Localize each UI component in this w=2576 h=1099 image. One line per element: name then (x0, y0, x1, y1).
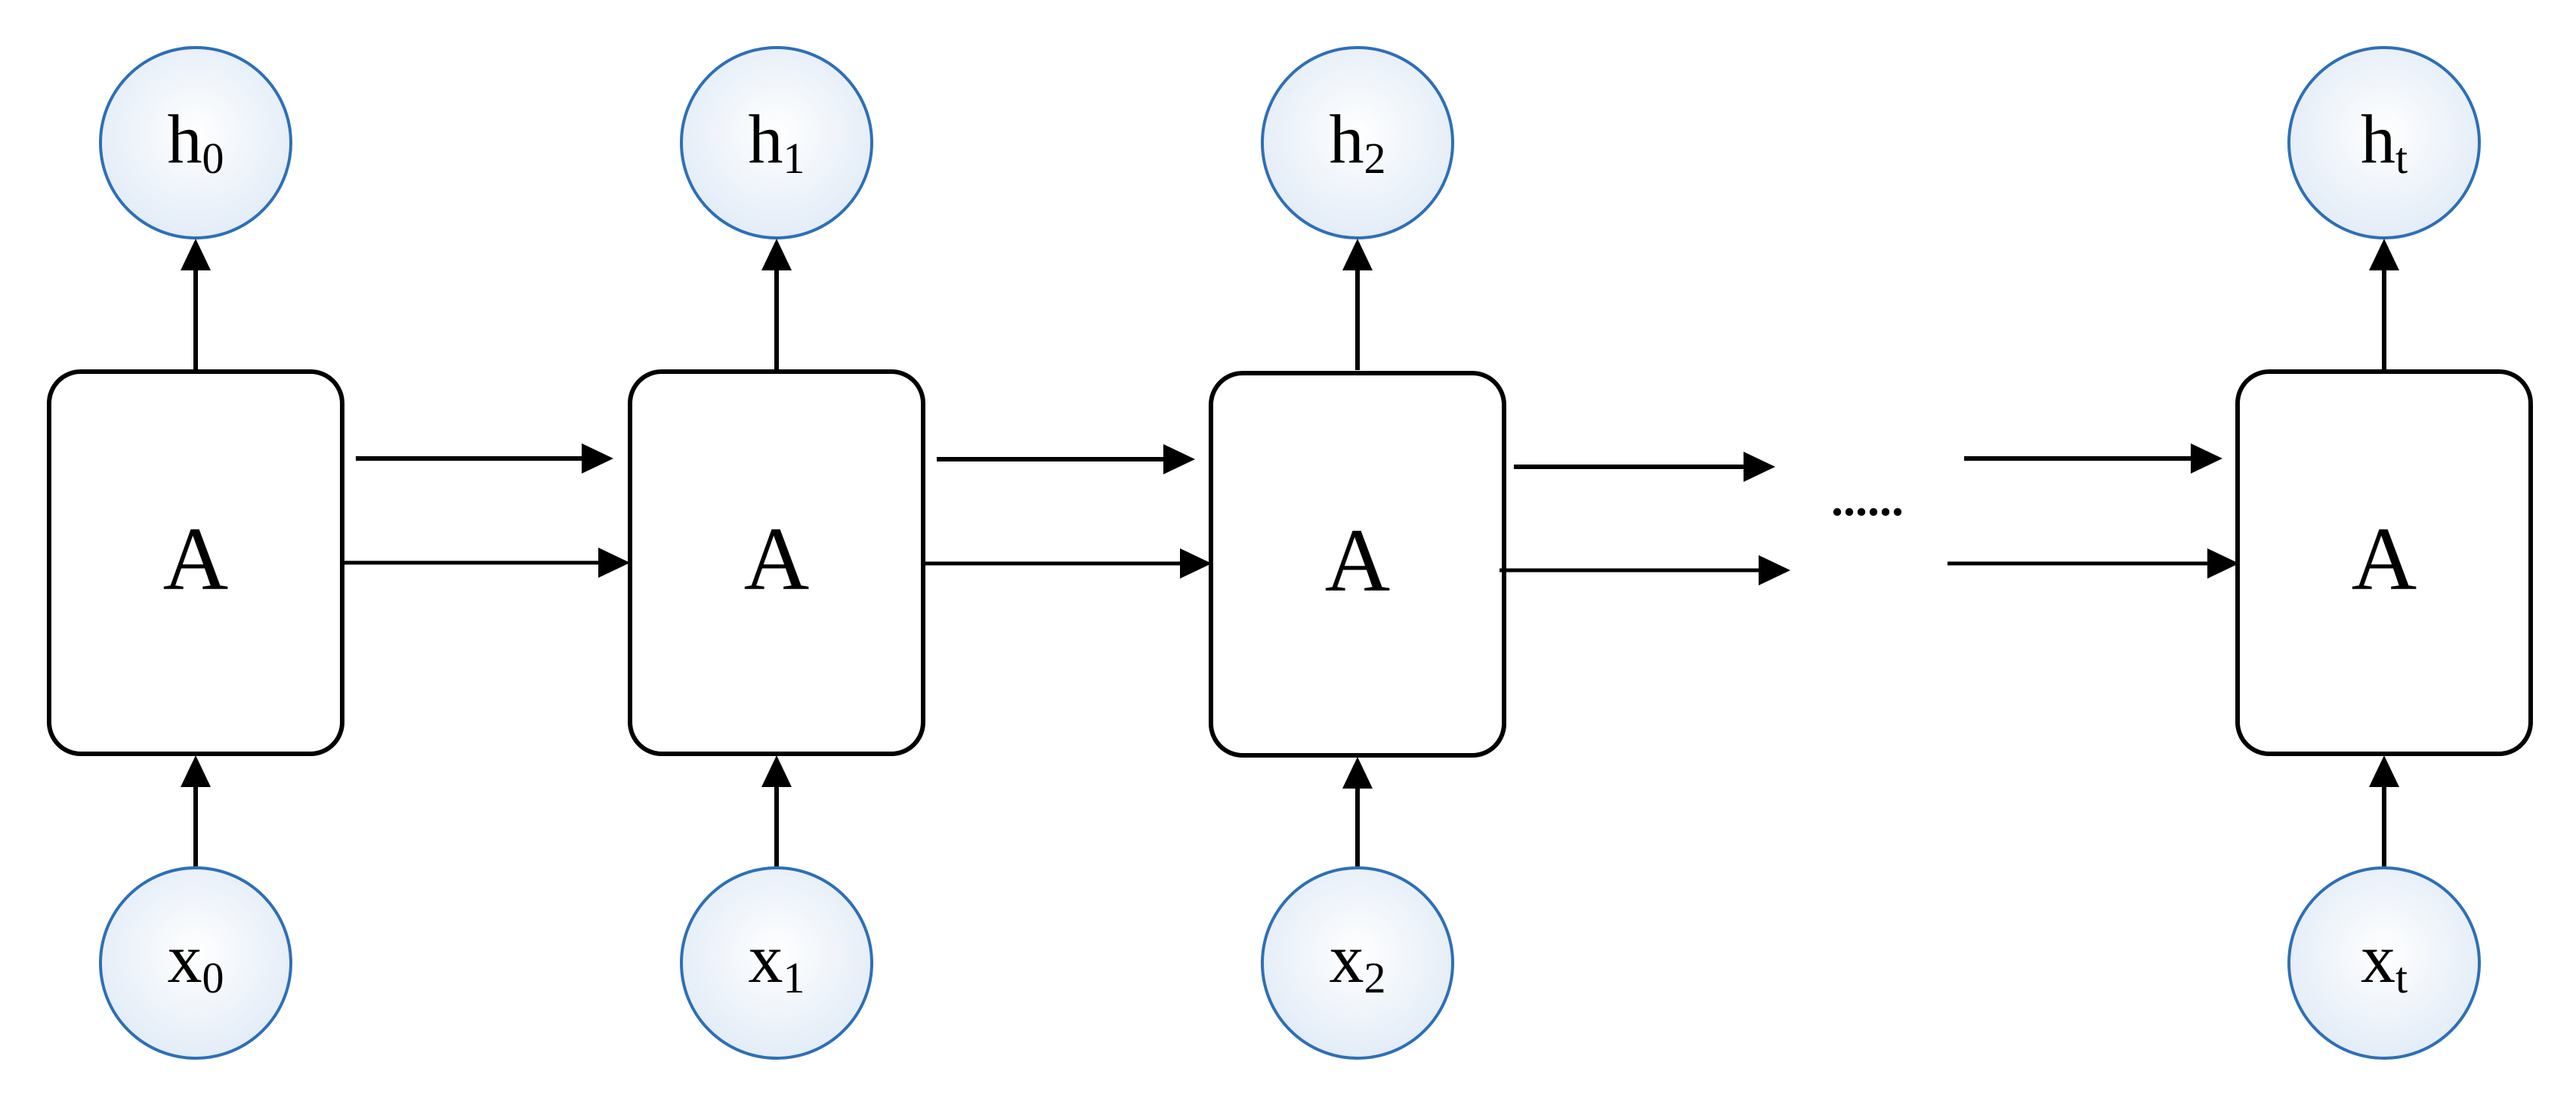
input-arrowhead-1 (761, 755, 792, 787)
state-arrowhead-lower-1 (1180, 548, 1212, 579)
input-label-x1: x1 (749, 920, 805, 1002)
step-0: h0 A x0 (47, 46, 344, 1060)
state-arrowhead-upper-1 (1163, 444, 1195, 474)
input-arrowhead-t (2369, 755, 2399, 787)
input-label-xt: xt (2361, 920, 2408, 1002)
input-label-x0: x0 (168, 920, 224, 1002)
step-1: h1 A x1 (628, 46, 925, 1060)
input-node-xt (2287, 866, 2481, 1060)
state-arrowhead-upper-3 (2191, 443, 2222, 474)
recurrent-connections-2-out (1500, 452, 1790, 585)
input-node-x2 (1261, 866, 1454, 1060)
output-arrowhead-2 (1342, 239, 1373, 270)
output-arrowhead-1 (761, 239, 792, 270)
input-node-x0 (99, 866, 292, 1060)
state-arrowhead-lower-2 (1759, 555, 1790, 585)
ellipsis: ...... (1831, 472, 1904, 526)
step-2: h2 A x2 (1209, 46, 1506, 1060)
output-label-h0: h0 (168, 100, 224, 183)
input-label-x2: x2 (1330, 920, 1386, 1002)
input-arrowhead-2 (1342, 757, 1373, 789)
step-t: ht A xt (2235, 46, 2533, 1060)
rnn-cell-label-1: A (744, 508, 810, 609)
output-node-ht (2287, 46, 2481, 239)
input-node-x1 (680, 866, 873, 1060)
output-label-h2: h2 (1330, 100, 1386, 183)
output-node-h1 (680, 46, 873, 239)
output-label-ht: ht (2361, 100, 2408, 183)
state-arrowhead-lower-3 (2207, 548, 2239, 579)
output-arrowhead-t (2369, 239, 2399, 270)
input-arrowhead-0 (181, 755, 211, 787)
rnn-cell-t (2235, 369, 2533, 756)
rnn-cell-0 (47, 369, 344, 756)
state-arrowhead-upper-2 (1744, 452, 1775, 482)
state-arrowhead-lower-0 (598, 548, 630, 578)
state-arrowhead-upper-0 (582, 443, 613, 474)
rnn-cell-1 (628, 369, 925, 756)
recurrent-connections-1-2 (925, 444, 1212, 579)
rnn-cell-2 (1209, 371, 1506, 758)
output-node-h0 (99, 46, 292, 239)
output-arrowhead-0 (181, 239, 211, 270)
rnn-cell-label-t: A (2352, 508, 2417, 609)
output-node-h2 (1261, 46, 1454, 239)
output-label-h1: h1 (749, 100, 805, 183)
recurrent-connections-in-t (1947, 443, 2239, 579)
rnn-cell-label-2: A (1325, 510, 1391, 610)
recurrent-connections-0-1 (344, 443, 630, 578)
rnn-cell-label-0: A (163, 508, 229, 609)
